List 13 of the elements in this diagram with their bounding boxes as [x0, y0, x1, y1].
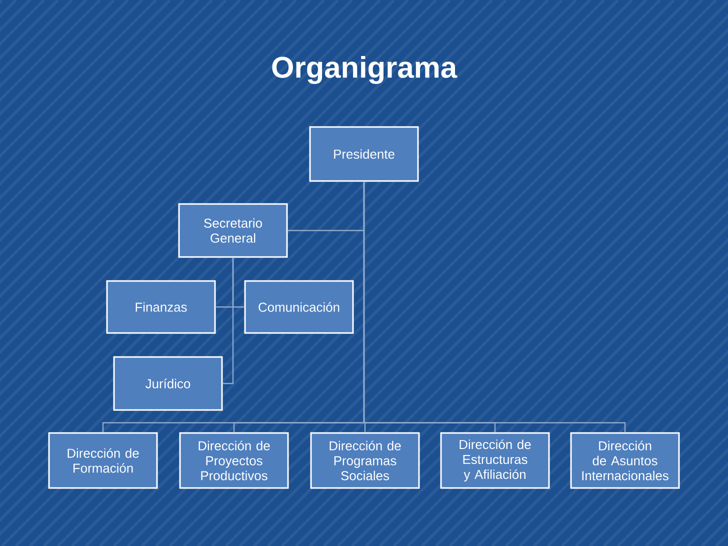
org-box: Presidente: [309, 126, 419, 182]
org-box: Dirección de Formación: [48, 432, 158, 489]
org-box: Dirección de Proyectos Productivos: [179, 432, 289, 489]
org-box: Jurídico: [113, 356, 223, 411]
connector-line: [363, 182, 626, 432]
org-box: Secretario General: [178, 203, 288, 258]
connector-line: [222, 258, 234, 384]
org-box: Dirección de Asuntos Internacionales: [570, 432, 680, 489]
org-box: Comunicación: [244, 280, 354, 334]
org-box: Dirección de Estructuras y Afiliación: [440, 432, 550, 489]
org-box: Dirección de Programas Sociales: [310, 432, 420, 489]
org-box: Finanzas: [106, 280, 216, 334]
title: Organigrama: [272, 56, 458, 84]
